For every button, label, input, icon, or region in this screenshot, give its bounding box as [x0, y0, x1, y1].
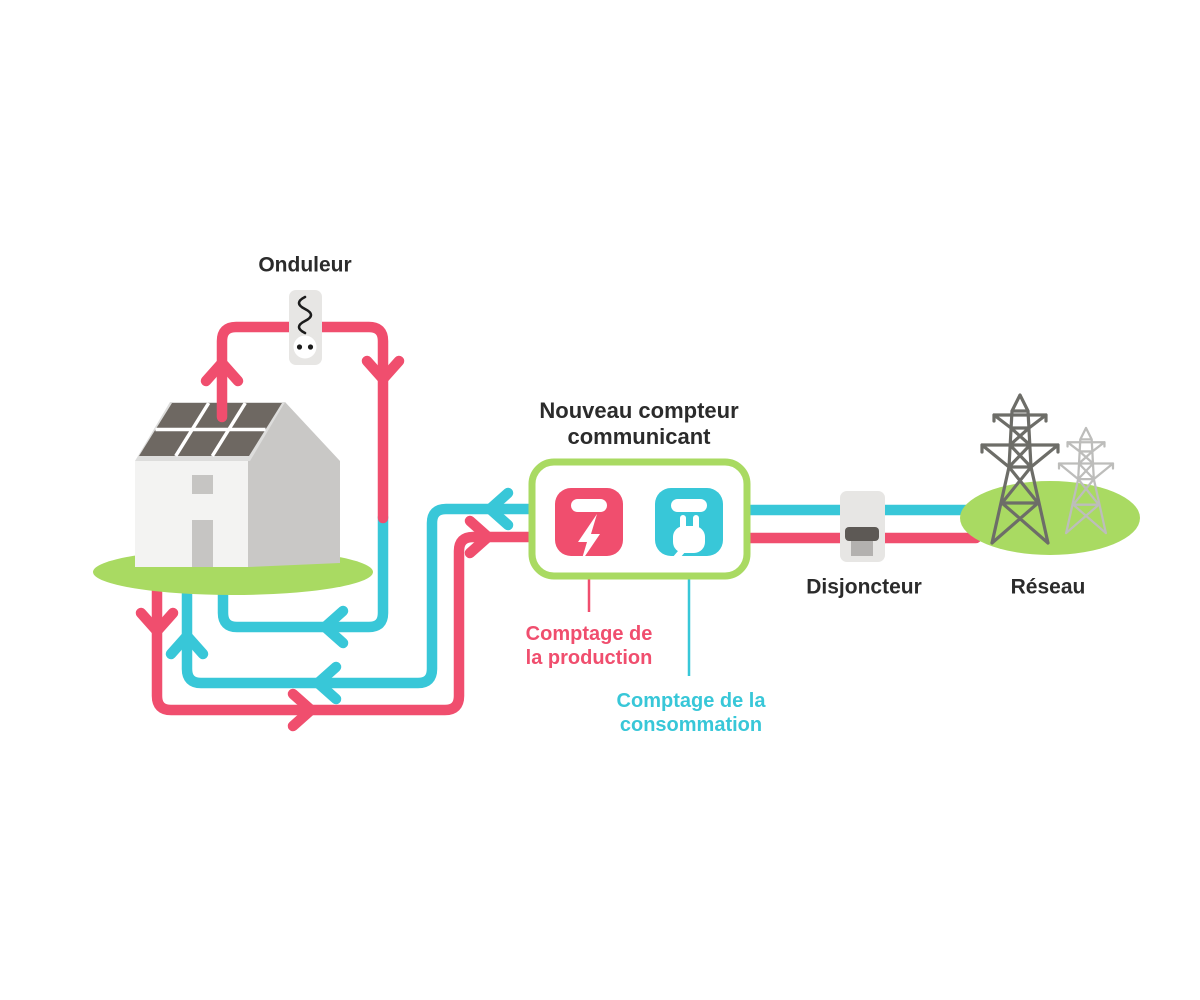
arrow-left-icon — [319, 605, 349, 649]
consommation-label: Comptage de la consommation — [616, 690, 766, 736]
production-label: Comptage de la production — [525, 623, 653, 669]
inverter-icon — [289, 290, 322, 365]
meter-title-label: Nouveau compteur communicant — [539, 398, 739, 449]
house-graphic — [135, 402, 340, 567]
onduleur-label: Onduleur — [258, 253, 352, 277]
arrow-down-icon — [135, 607, 179, 637]
lightning-bolt-icon — [555, 488, 623, 562]
arrow-left-icon — [484, 487, 514, 531]
house-window — [192, 475, 213, 494]
house-door — [192, 520, 213, 567]
power-plug-icon — [655, 488, 723, 561]
smart-meter-box — [528, 458, 751, 580]
arrow-up-icon — [165, 630, 209, 660]
grid-graphic — [960, 393, 1140, 555]
arrow-up-icon — [200, 357, 244, 387]
grid-ground-ellipse — [960, 481, 1140, 555]
arrow-left-icon — [312, 661, 342, 705]
reseau-label: Réseau — [1010, 575, 1086, 599]
solar-panels — [139, 402, 282, 457]
arrow-down-icon — [361, 355, 405, 385]
arrow-right-icon — [287, 688, 317, 732]
arrow-right-icon — [464, 515, 494, 559]
disjoncteur-label: Disjoncteur — [806, 575, 922, 599]
circuit-breaker-icon — [840, 491, 885, 562]
